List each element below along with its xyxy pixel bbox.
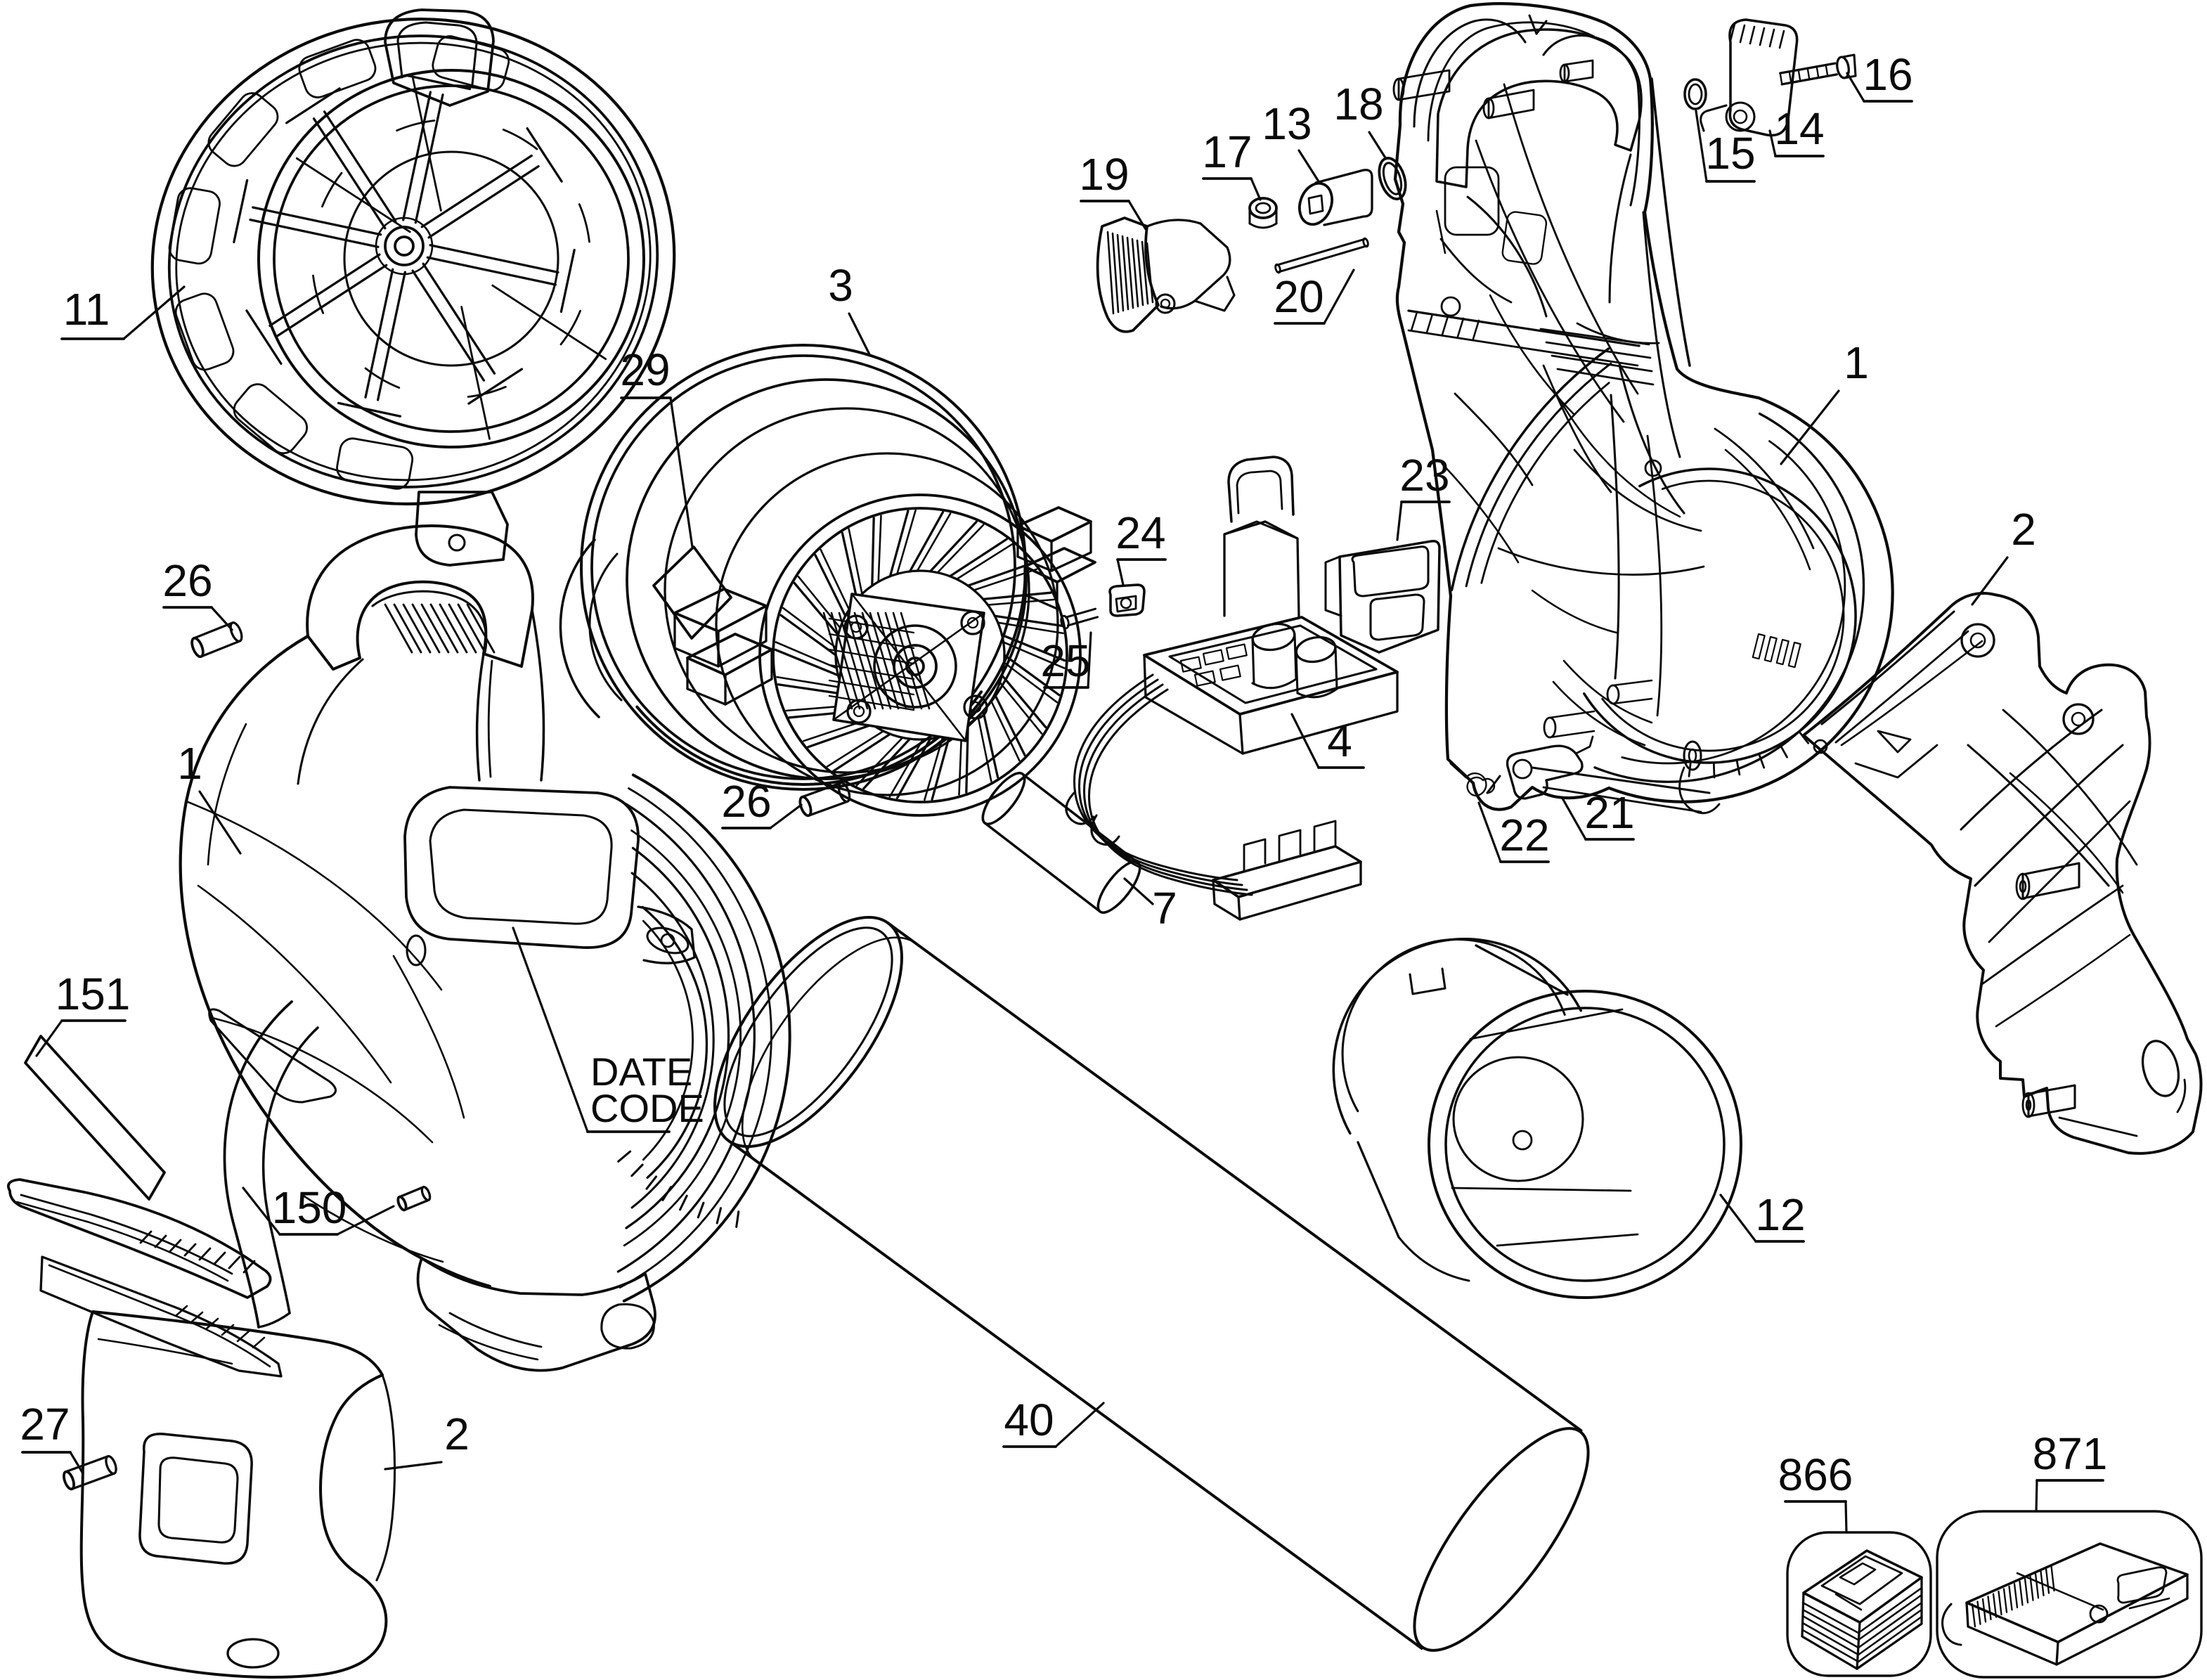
svg-text:21: 21 — [1584, 787, 1634, 838]
svg-text:3: 3 — [828, 260, 853, 311]
svg-text:151: 151 — [56, 969, 131, 1019]
svg-text:26: 26 — [162, 555, 212, 606]
svg-text:871: 871 — [2033, 1428, 2108, 1479]
svg-text:24: 24 — [1115, 508, 1165, 558]
svg-text:18: 18 — [1333, 79, 1383, 129]
svg-text:14: 14 — [1774, 103, 1824, 154]
svg-text:16: 16 — [1863, 49, 1912, 100]
svg-text:7: 7 — [1152, 883, 1177, 933]
svg-text:22: 22 — [1499, 810, 1549, 860]
svg-text:20: 20 — [1274, 271, 1323, 322]
svg-text:DATE: DATE — [590, 1049, 692, 1094]
svg-text:CODE: CODE — [590, 1086, 704, 1130]
svg-text:1: 1 — [1844, 337, 1869, 388]
svg-text:29: 29 — [620, 344, 670, 395]
svg-text:150: 150 — [272, 1182, 347, 1233]
svg-text:12: 12 — [1755, 1189, 1805, 1240]
svg-text:2: 2 — [2011, 504, 2036, 555]
svg-text:25: 25 — [1040, 635, 1090, 686]
svg-text:26: 26 — [721, 776, 771, 827]
svg-text:4: 4 — [1327, 716, 1352, 766]
svg-text:27: 27 — [20, 1399, 70, 1449]
svg-text:40: 40 — [1004, 1395, 1054, 1445]
svg-text:13: 13 — [1262, 98, 1312, 149]
svg-text:17: 17 — [1202, 127, 1252, 177]
svg-text:15: 15 — [1705, 128, 1755, 179]
svg-text:11: 11 — [63, 284, 110, 335]
svg-text:2: 2 — [444, 1409, 470, 1459]
svg-text:19: 19 — [1079, 149, 1129, 200]
svg-text:23: 23 — [1399, 450, 1449, 500]
svg-text:866: 866 — [1778, 1449, 1853, 1500]
svg-text:1: 1 — [177, 738, 202, 789]
